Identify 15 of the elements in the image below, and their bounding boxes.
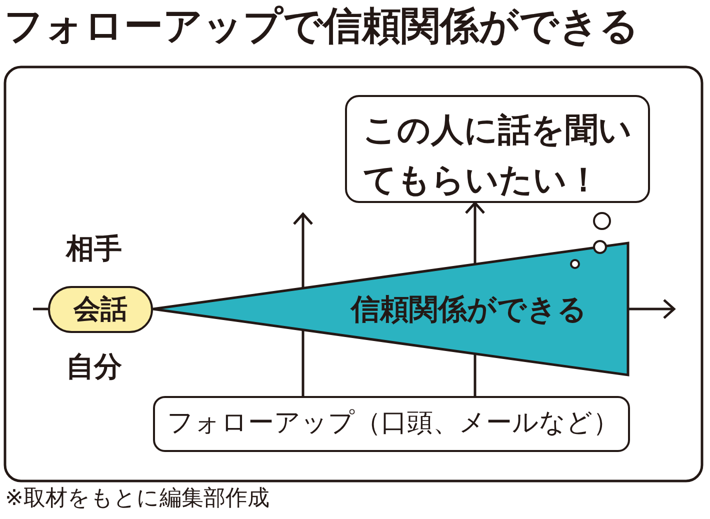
arrow — [628, 298, 676, 320]
title: フォローアップで信頼関係ができる — [4, 3, 639, 51]
connector-line — [33, 308, 48, 310]
arrow — [292, 212, 314, 288]
wedge-shape — [153, 243, 628, 375]
thought-box: この人に話を聞いてもらいたい！ — [345, 95, 650, 203]
connector-line — [302, 330, 304, 396]
side-label: 相手 — [66, 232, 122, 266]
caption: ※取材をもとに編集部作成 — [5, 485, 270, 513]
arrow — [464, 202, 486, 264]
connector-line — [474, 354, 476, 396]
wedge-label: 信頼関係ができる — [351, 291, 587, 327]
follow-up-box: フォローアップ（口頭、メールなど） — [153, 396, 630, 452]
side-label: 自分 — [66, 350, 122, 384]
conversation-pill: 会話 — [48, 286, 153, 333]
